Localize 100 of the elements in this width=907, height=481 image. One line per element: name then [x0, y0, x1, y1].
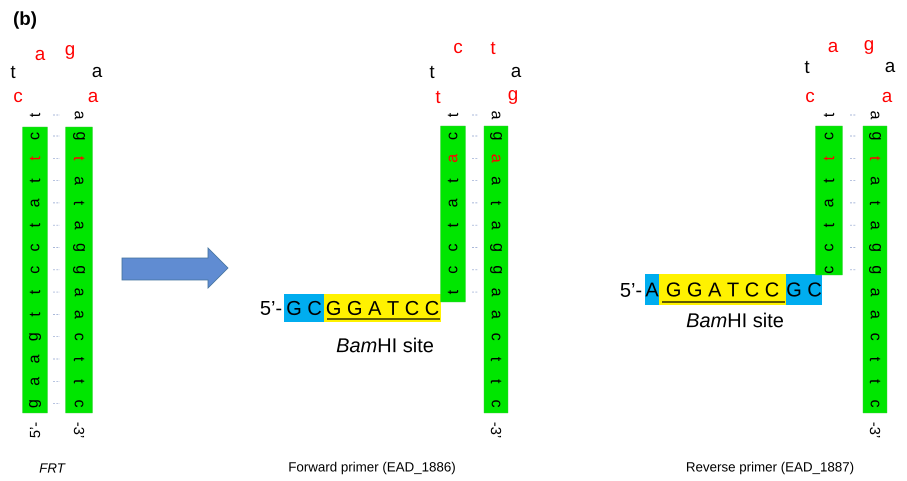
site-label: BamHI site	[686, 312, 783, 328]
base-letter: g	[869, 266, 881, 274]
base-letter: a	[30, 198, 40, 207]
base-letter: t	[870, 200, 880, 205]
strand-end-label: -3’	[490, 422, 502, 438]
panel-caption: FRT	[40, 463, 66, 473]
strand-end-label: 5’-	[260, 301, 282, 315]
strand-end-label: 5’-	[620, 283, 642, 297]
base-letter: a	[512, 66, 522, 78]
site-highlight: G G A T C C	[324, 294, 441, 322]
base-letter: t	[824, 178, 834, 183]
base-letter: t	[10, 66, 16, 78]
sequence-bar	[815, 126, 843, 276]
base-letter: c	[448, 244, 458, 251]
base-letter: c	[74, 400, 84, 408]
base-letter: g	[66, 45, 74, 59]
base-letter: a	[870, 288, 880, 297]
base-letter: t	[824, 156, 834, 160]
base-letter: a	[882, 92, 892, 102]
base-letter: c	[492, 400, 500, 408]
base-letter: t	[30, 223, 40, 228]
base-letter: c	[448, 266, 458, 274]
base-letter: g	[73, 132, 85, 140]
base-letter: g	[29, 400, 41, 408]
base-letter: t	[448, 178, 458, 183]
base-letter: c	[448, 132, 458, 140]
sequence-bar	[484, 126, 508, 438]
base-letter: t	[74, 156, 84, 160]
site-label: BamHI site	[336, 338, 433, 352]
base-letter: t	[490, 42, 496, 54]
base-letter: a	[870, 111, 880, 120]
base-letter: a	[448, 154, 458, 162]
base-letter: t	[74, 379, 84, 384]
base-letter: g	[869, 132, 881, 140]
strand-end-label: -3’	[74, 422, 84, 438]
base-letter: t	[824, 223, 834, 228]
base-letter: a	[74, 310, 84, 319]
base-letter: t	[448, 223, 458, 228]
panel-letter: (b)	[14, 11, 36, 29]
base-letter: a	[870, 221, 880, 230]
base-letter: a	[492, 288, 500, 297]
base-letter: a	[870, 310, 880, 319]
base-letter: t	[30, 112, 40, 117]
base-letter: c	[824, 266, 834, 274]
base-letter: g	[490, 266, 502, 274]
base-letter: g	[864, 40, 873, 54]
sequence-bar	[22, 126, 48, 438]
base-letter: t	[870, 357, 880, 362]
base-letter: a	[74, 176, 84, 186]
base-letter: a	[492, 154, 500, 163]
base-letter: t	[30, 178, 40, 183]
base-letter: c	[30, 132, 40, 140]
site-highlight: G G A T C C	[659, 274, 786, 305]
sequence-highlight: G C	[786, 274, 822, 305]
base-letter: c	[30, 244, 40, 251]
strand-end-label: 5’-	[30, 422, 40, 438]
base-letter: g	[73, 266, 85, 274]
base-letter: a	[492, 111, 500, 120]
base-letter: a	[492, 176, 500, 186]
base-letter: a	[886, 62, 896, 72]
base-letter: c	[30, 266, 40, 274]
base-letter: c	[806, 92, 814, 102]
base-letter: a	[824, 198, 834, 207]
base-letter: a	[74, 288, 84, 297]
base-letter: t	[30, 156, 40, 160]
base-letter: t	[870, 156, 880, 160]
base-letter: c	[14, 92, 22, 102]
base-letter: c	[870, 333, 880, 340]
base-letter: t	[490, 357, 502, 362]
base-letter: a	[74, 111, 84, 120]
base-letter: g	[490, 244, 502, 251]
base-letter: t	[448, 290, 458, 294]
base-letter: t	[448, 112, 458, 117]
base-letter: g	[29, 333, 41, 340]
sequence-highlight: A	[645, 274, 659, 305]
base-letter: t	[436, 90, 440, 104]
panel-caption: Forward primer (EAD_1886)	[289, 462, 455, 474]
base-letter: a	[36, 50, 46, 60]
base-letter: a	[30, 376, 40, 386]
base-letter: g	[73, 244, 85, 251]
base-letter: t	[430, 66, 434, 78]
base-letter: a	[30, 354, 40, 363]
base-letter: t	[490, 379, 502, 384]
base-letter: t	[30, 312, 40, 316]
base-letter: t	[870, 379, 880, 384]
base-letter: c	[870, 400, 880, 408]
base-letter: a	[88, 92, 98, 102]
base-letter: g	[508, 90, 517, 104]
base-letter: t	[74, 357, 84, 362]
base-letter: a	[74, 221, 84, 230]
base-letter: c	[74, 333, 84, 340]
base-letter: a	[492, 221, 500, 230]
base-letter: c	[454, 42, 462, 54]
strand-end-label: -3’	[870, 422, 880, 438]
panel-caption: Reverse primer (EAD_1887)	[686, 462, 854, 474]
base-letter: a	[448, 198, 458, 207]
base-letter: t	[824, 112, 834, 117]
sequence-highlight: G C	[284, 294, 324, 322]
base-letter: a	[492, 310, 500, 319]
base-letter: a	[92, 66, 102, 78]
